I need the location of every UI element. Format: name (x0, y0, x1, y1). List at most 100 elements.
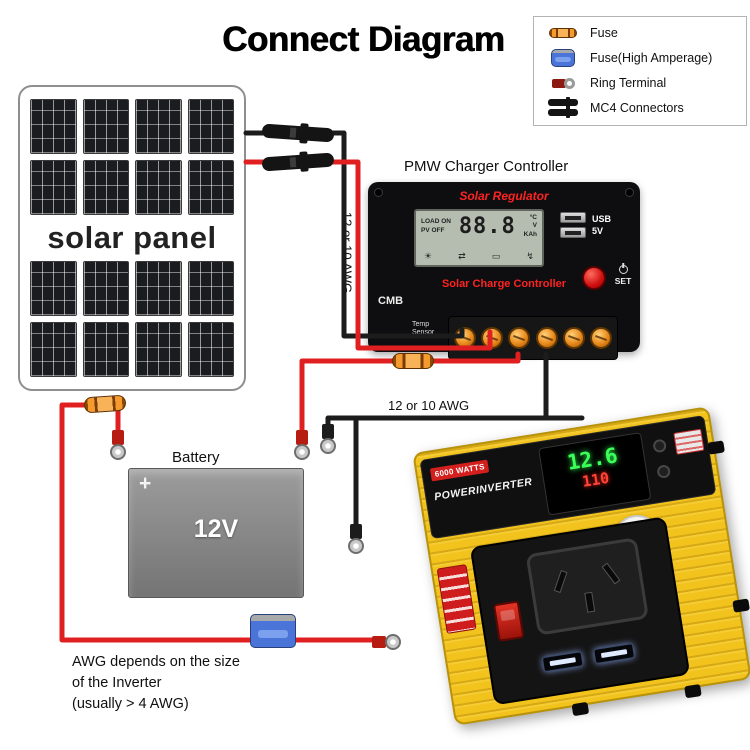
mc4-connectors-icon (544, 97, 582, 118)
terminal-screw (508, 327, 531, 349)
outlet-slot (601, 562, 621, 585)
terminal-screw (562, 327, 585, 349)
controller-subtitle: Solar Charge Controller (441, 278, 567, 290)
temp-sensor-label: Temp Sensor (412, 321, 435, 337)
inverter-wire-gauge-label: 12 or 10 AWG (388, 398, 470, 413)
solar-panel-cell (30, 99, 77, 154)
solar-panel-cell (82, 261, 129, 316)
legend-row-fuse: Fuse (544, 26, 736, 40)
fuse-icon (544, 28, 582, 38)
controller-model-label: CMB (378, 295, 404, 307)
mount-hole (625, 188, 634, 197)
mc4-connector (261, 123, 335, 143)
solar-panel-cell (187, 261, 234, 316)
power-inverter: 6000 WATTS POWERINVERTER 12.6 110 (412, 406, 750, 726)
lcd-icon-row: ☀ ⇄ ▭ ↯ (421, 251, 537, 262)
solar-panel-cell (135, 160, 182, 215)
solar-panel-cell (135, 99, 182, 154)
set-button (582, 266, 606, 290)
terminal-screw (481, 327, 504, 349)
solar-panel-grid-top (30, 99, 234, 215)
inverter-foot (707, 440, 725, 455)
controller-lcd: LOAD ON PV OFF 88.8 °C V KAh ☀ ⇄ ▭ ↯ (414, 209, 544, 267)
solar-panel-cell (187, 322, 234, 377)
outlet-slot (553, 569, 568, 594)
inverter-brand-label: POWERINVERTER (433, 475, 534, 504)
usb-port-icon (560, 212, 586, 223)
power-icon (618, 265, 628, 274)
outlet-slot (584, 591, 596, 613)
inverter-display: 12.6 110 (538, 432, 652, 516)
battery-positive-mark: + (139, 472, 152, 495)
legend: Fuse Fuse(High Amperage) Ring Terminal M… (533, 16, 747, 126)
fuse-high-amperage-icon (544, 49, 582, 67)
wire-controller-battery-negative (325, 351, 585, 441)
inverter-watts-label: 6000 WATTS (429, 459, 490, 482)
inverter-front-panel (469, 516, 691, 706)
controller-brand-label: Solar Regulator (459, 189, 549, 203)
solar-panel-cell (82, 99, 129, 154)
legend-label: Ring Terminal (590, 76, 667, 90)
fuse (392, 353, 434, 369)
lcd-value: 88.8 (458, 214, 516, 239)
inverter-usb-port (541, 651, 584, 673)
fuse (83, 394, 127, 414)
usb-ports (560, 212, 586, 238)
lcd-units: °C V KAh (523, 214, 537, 238)
battery: + 12V (128, 468, 304, 598)
controller-heading: PMW Charger Controller (404, 158, 569, 175)
battery-heading: Battery (172, 449, 220, 466)
solar-panel-label: solar panel (47, 220, 217, 255)
inverter-foot (571, 701, 590, 717)
battery-voltage: 12V (193, 515, 239, 543)
solar-panel: solar panel (18, 85, 246, 391)
solar-panel-cell (82, 322, 129, 377)
legend-label: MC4 Connectors (590, 100, 684, 115)
battery-icon: ▭ (491, 251, 501, 261)
power-switch (492, 600, 525, 642)
solar-wire-gauge-label: 12 or 10 AWG (339, 211, 355, 294)
ring-terminal (110, 430, 126, 460)
mc4-connector (261, 152, 335, 172)
terminal-block (448, 316, 618, 360)
solar-panel-cell (187, 160, 234, 215)
inverter-foot (732, 598, 750, 613)
ring-terminal (348, 524, 364, 554)
terminal-screw (535, 327, 558, 349)
ring-terminal (320, 424, 336, 454)
ring-terminal (372, 634, 401, 650)
ring-terminal (294, 430, 310, 460)
solar-panel-cell (187, 99, 234, 154)
solar-panel-cell (135, 322, 182, 377)
solar-panel-cell (30, 322, 77, 377)
lcd-status: LOAD ON PV OFF (421, 218, 451, 234)
load-icon: ↯ (526, 251, 534, 261)
ac-outlet (525, 537, 649, 636)
sun-icon: ☀ (424, 251, 433, 261)
solar-panel-cell (135, 261, 182, 316)
inverter-button (652, 438, 668, 454)
solar-panel-cell (30, 160, 77, 215)
inverter-usb-port (593, 643, 636, 665)
usb-port-icon (560, 227, 586, 238)
legend-row-mc4: MC4 Connectors (544, 97, 736, 118)
charge-controller: Solar Regulator LOAD ON PV OFF 88.8 °C V… (368, 182, 640, 360)
page-title: Connect Diagram (222, 20, 505, 59)
solar-panel-cell (30, 261, 77, 316)
fuse-high-amperage (250, 614, 296, 648)
legend-label: Fuse (590, 26, 618, 40)
legend-row-fuse-high: Fuse(High Amperage) (544, 49, 736, 67)
solar-panel-grid-bottom (30, 261, 234, 377)
inverter-button (656, 464, 672, 479)
legend-row-ring: Ring Terminal (544, 76, 736, 90)
inverter-foot (684, 684, 702, 699)
solar-panel-cell (82, 160, 129, 215)
ring-terminal-icon (544, 77, 582, 89)
terminal-screw (454, 327, 477, 349)
awg-note: AWG depends on the size of the Inverter … (72, 654, 240, 713)
usb-label: USB 5V (592, 214, 612, 237)
charge-arrows-icon: ⇄ (458, 251, 466, 261)
legend-label: Fuse(High Amperage) (590, 51, 713, 65)
terminal-screw (589, 327, 612, 349)
